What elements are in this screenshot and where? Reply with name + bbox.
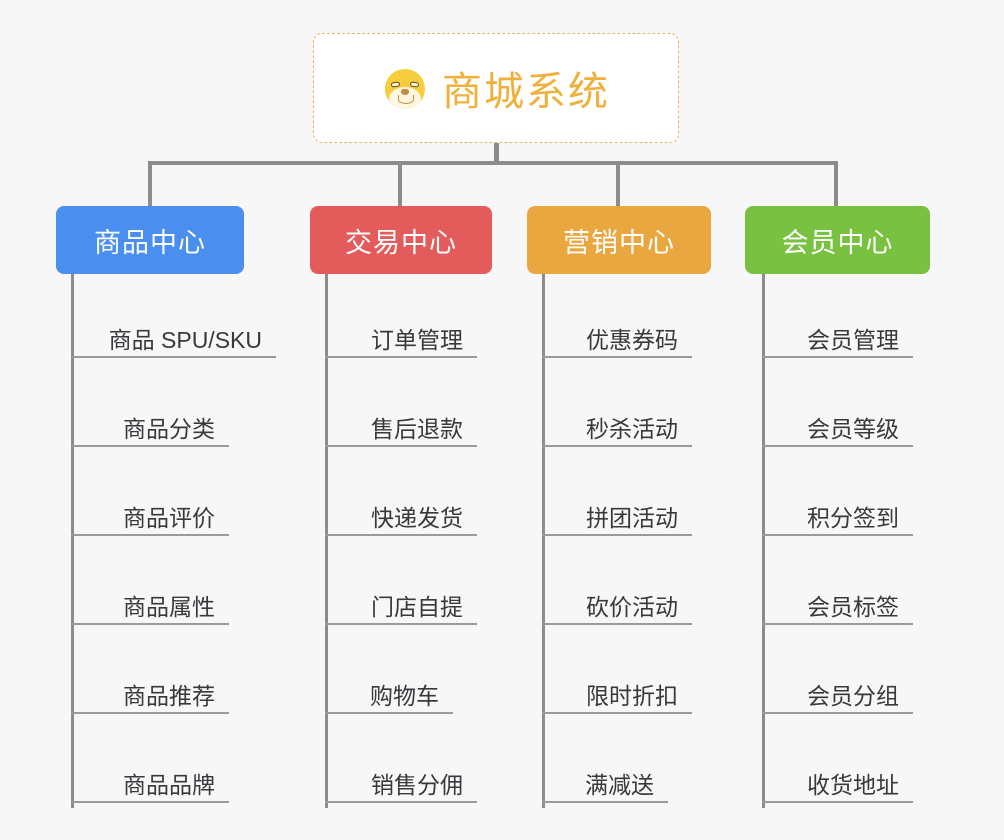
leaf-item[interactable]: 订单管理	[325, 312, 477, 358]
leaf-label: 快递发货	[371, 504, 463, 531]
leaf-label: 限时折扣	[586, 682, 678, 709]
leaf-label: 会员等级	[807, 415, 899, 442]
leaf-item[interactable]: 积分签到	[762, 490, 913, 536]
leaf-label: 门店自提	[371, 593, 463, 620]
leaf-item[interactable]: 商品分类	[71, 401, 229, 447]
leaf-item[interactable]: 会员管理	[762, 312, 913, 358]
root-title: 商城系统	[442, 70, 610, 114]
branch-spine-3	[542, 274, 545, 808]
branch-spine-4	[762, 274, 765, 808]
branch-drop-connector-3	[616, 161, 620, 207]
leaf-item[interactable]: 会员等级	[762, 401, 913, 447]
branch-header-trade-center[interactable]: 交易中心	[310, 206, 492, 274]
branch-header-product-center[interactable]: 商品中心	[56, 206, 244, 274]
leaf-item[interactable]: 商品 SPU/SKU	[71, 312, 276, 358]
leaf-label: 会员管理	[807, 326, 899, 353]
branch-spine-1b	[71, 552, 74, 808]
leaf-item[interactable]: 快递发货	[325, 490, 477, 536]
leaf-label: 秒杀活动	[586, 415, 678, 442]
leaf-item[interactable]: 门店自提	[325, 579, 477, 625]
leaf-label: 购物车	[370, 682, 439, 709]
leaf-label: 商品评价	[123, 504, 215, 531]
leaf-label: 满减送	[585, 771, 654, 798]
leaf-label: 砍价活动	[586, 593, 678, 620]
leaf-label: 售后退款	[371, 415, 463, 442]
branch-header-label: 交易中心	[345, 227, 457, 258]
leaf-item[interactable]: 拼团活动	[542, 490, 692, 536]
leaf-label: 销售分佣	[371, 771, 463, 798]
branch-drop-connector-4	[834, 161, 838, 207]
branch-spine-1	[71, 274, 74, 552]
branch-header-label: 营销中心	[563, 227, 675, 258]
branch-header-marketing-center[interactable]: 营销中心	[527, 206, 711, 274]
leaf-label: 会员分组	[807, 682, 899, 709]
branch-bus-connector	[148, 161, 838, 165]
leaf-label: 商品分类	[123, 415, 215, 442]
leaf-item[interactable]: 售后退款	[325, 401, 477, 447]
branch-spine-2	[325, 274, 328, 808]
leaf-label: 订单管理	[371, 326, 463, 353]
root-stem-connector	[494, 143, 499, 165]
leaf-item[interactable]: 限时折扣	[542, 668, 692, 714]
leaf-label: 商品属性	[123, 593, 215, 620]
leaf-item[interactable]: 会员标签	[762, 579, 913, 625]
leaf-label: 商品品牌	[123, 771, 215, 798]
leaf-item[interactable]: 砍价活动	[542, 579, 692, 625]
leaf-item[interactable]: 购物车	[325, 668, 453, 714]
leaf-item[interactable]: 商品品牌	[71, 757, 229, 803]
leaf-item[interactable]: 收货地址	[762, 757, 913, 803]
branch-drop-connector-2	[398, 161, 402, 207]
root-node[interactable]: 商城系统	[313, 33, 679, 143]
leaf-item[interactable]: 秒杀活动	[542, 401, 692, 447]
branch-drop-connector-1	[148, 161, 152, 207]
leaf-item[interactable]: 满减送	[542, 757, 668, 803]
leaf-label: 优惠券码	[586, 326, 678, 353]
leaf-label: 积分签到	[807, 504, 899, 531]
leaf-label: 拼团活动	[586, 504, 678, 531]
shiba-dog-face-icon	[382, 65, 428, 111]
leaf-item[interactable]: 销售分佣	[325, 757, 477, 803]
leaf-item[interactable]: 会员分组	[762, 668, 913, 714]
leaf-item[interactable]: 商品推荐	[71, 668, 229, 714]
leaf-label: 商品推荐	[123, 682, 215, 709]
branch-header-label: 会员中心	[781, 227, 894, 258]
leaf-item[interactable]: 优惠券码	[542, 312, 692, 358]
leaf-label: 商品 SPU/SKU	[108, 326, 262, 353]
leaf-item[interactable]: 商品评价	[71, 490, 229, 536]
root-node-content: 商城系统	[382, 59, 610, 117]
leaf-label: 会员标签	[807, 593, 899, 620]
leaf-item[interactable]: 商品属性	[71, 579, 229, 625]
branch-header-member-center[interactable]: 会员中心	[745, 206, 930, 274]
branch-header-label: 商品中心	[94, 227, 206, 258]
leaf-label: 收货地址	[807, 771, 899, 798]
